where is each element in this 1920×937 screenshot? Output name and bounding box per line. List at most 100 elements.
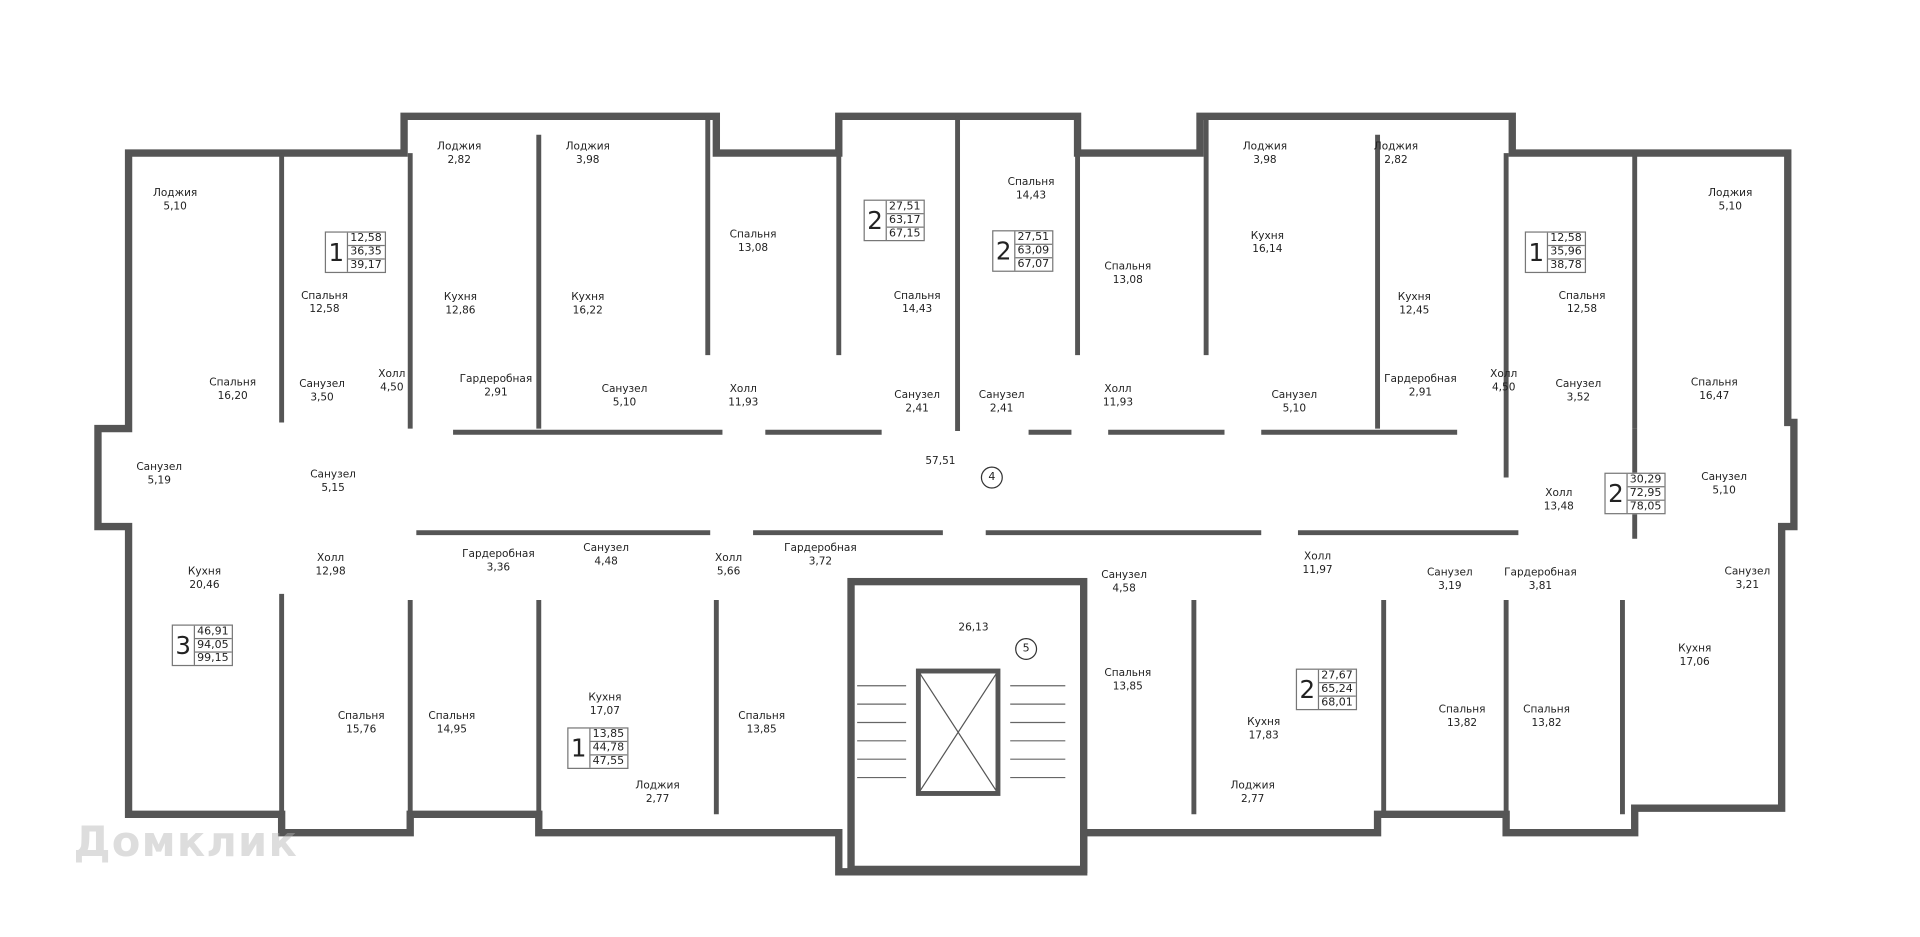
living-area: 13,85 (590, 729, 627, 743)
section-marker: 5 (1015, 637, 1038, 661)
room-count: 1 (1526, 232, 1548, 272)
room-count: 2 (1297, 669, 1319, 709)
corridor-label: 57,51 (925, 455, 956, 468)
total-area: 65,24 (1318, 683, 1356, 697)
area-with-loggia: 68,01 (1321, 696, 1353, 709)
living-area: 12,58 (1547, 233, 1585, 247)
area-with-loggia: 78,05 (1629, 500, 1662, 514)
total-area: 94,05 (194, 639, 232, 653)
outer-walls (94, 112, 1798, 876)
area-with-loggia: 39,17 (350, 259, 382, 272)
area-with-loggia: 47,55 (592, 755, 625, 768)
room-count: 1 (568, 728, 591, 768)
section-marker: 4 (980, 466, 1003, 489)
area-with-loggia: 67,07 (1017, 258, 1050, 271)
interior-walls (279, 116, 1638, 815)
living-area: 46,91 (194, 626, 232, 640)
area-with-loggia: 99,15 (197, 652, 229, 665)
room-count: 2 (1606, 473, 1628, 514)
living-area: 27,51 (886, 201, 923, 215)
room-count: 1 (326, 232, 348, 272)
total-area: 63,17 (886, 214, 923, 228)
room-count: 3 (173, 625, 195, 665)
room-count: 2 (993, 231, 1016, 271)
living-area: 12,58 (347, 233, 385, 247)
total-area: 35,96 (1547, 246, 1585, 260)
living-area: 27,67 (1318, 670, 1356, 684)
total-area: 63,09 (1015, 245, 1052, 259)
living-area: 27,51 (1015, 231, 1052, 245)
total-area: 36,35 (347, 246, 385, 260)
area-with-loggia: 67,15 (888, 227, 921, 241)
total-area: 72,95 (1627, 487, 1664, 501)
area-with-loggia: 38,78 (1550, 259, 1582, 272)
stair-core (847, 577, 1088, 874)
watermark-logo: Домклик (73, 817, 298, 867)
lobby-label: 26,13 (958, 622, 989, 635)
room-count: 2 (865, 200, 887, 241)
